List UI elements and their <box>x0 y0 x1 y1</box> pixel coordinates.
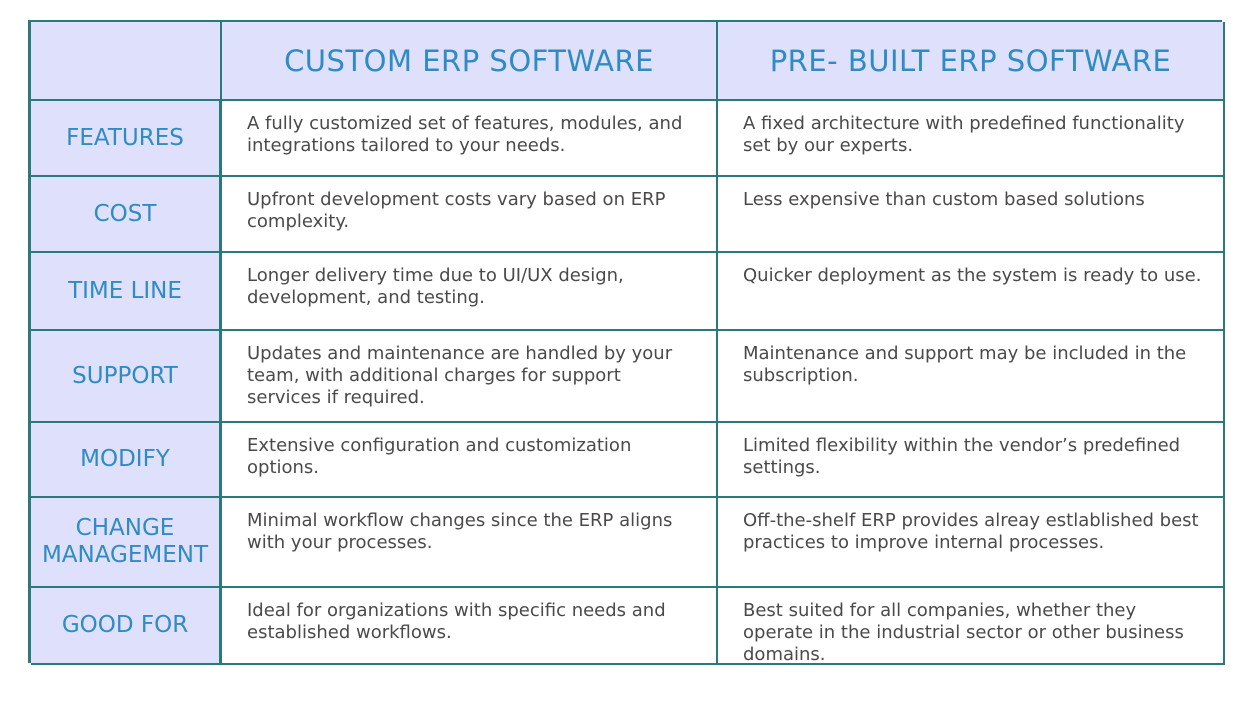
column-header-custom: CUSTOM ERP SOFTWARE <box>222 22 718 101</box>
column-header-prebuilt: PRE- BUILT ERP SOFTWARE <box>718 22 1225 101</box>
row-header-good-for: GOOD FOR <box>31 588 222 665</box>
custom-good-for-cell: Ideal for organizations with specific ne… <box>222 588 718 665</box>
prebuilt-features-cell: A fixed architecture with predefined fun… <box>718 101 1225 177</box>
row-header-features: FEATURES <box>31 101 222 177</box>
corner-cell <box>31 22 222 101</box>
custom-support-cell: Updates and maintenance are handled by y… <box>222 331 718 423</box>
prebuilt-support-cell: Maintenance and support may be included … <box>718 331 1225 423</box>
custom-features-cell: A fully customized set of features, modu… <box>222 101 718 177</box>
custom-timeline-cell: Longer delivery time due to UI/UX design… <box>222 253 718 331</box>
row-header-change-management: CHANGE MANAGEMENT <box>31 498 222 588</box>
row-header-support: SUPPORT <box>31 331 222 423</box>
prebuilt-good-for-cell: Best suited for all companies, whether t… <box>718 588 1225 665</box>
prebuilt-change-management-cell: Off-the-shelf ERP provides alreay estlab… <box>718 498 1225 588</box>
row-header-timeline: TIME LINE <box>31 253 222 331</box>
custom-modify-cell: Extensive configuration and customizatio… <box>222 423 718 498</box>
prebuilt-cost-cell: Less expensive than custom based solutio… <box>718 177 1225 253</box>
row-header-modify: MODIFY <box>31 423 222 498</box>
prebuilt-timeline-cell: Quicker deployment as the system is read… <box>718 253 1225 331</box>
prebuilt-modify-cell: Limited flexibility within the vendor’s … <box>718 423 1225 498</box>
row-header-cost: COST <box>31 177 222 253</box>
erp-comparison-table: CUSTOM ERP SOFTWARE PRE- BUILT ERP SOFTW… <box>28 20 1225 665</box>
custom-cost-cell: Upfront development costs vary based on … <box>222 177 718 253</box>
custom-change-management-cell: Minimal workflow changes since the ERP a… <box>222 498 718 588</box>
